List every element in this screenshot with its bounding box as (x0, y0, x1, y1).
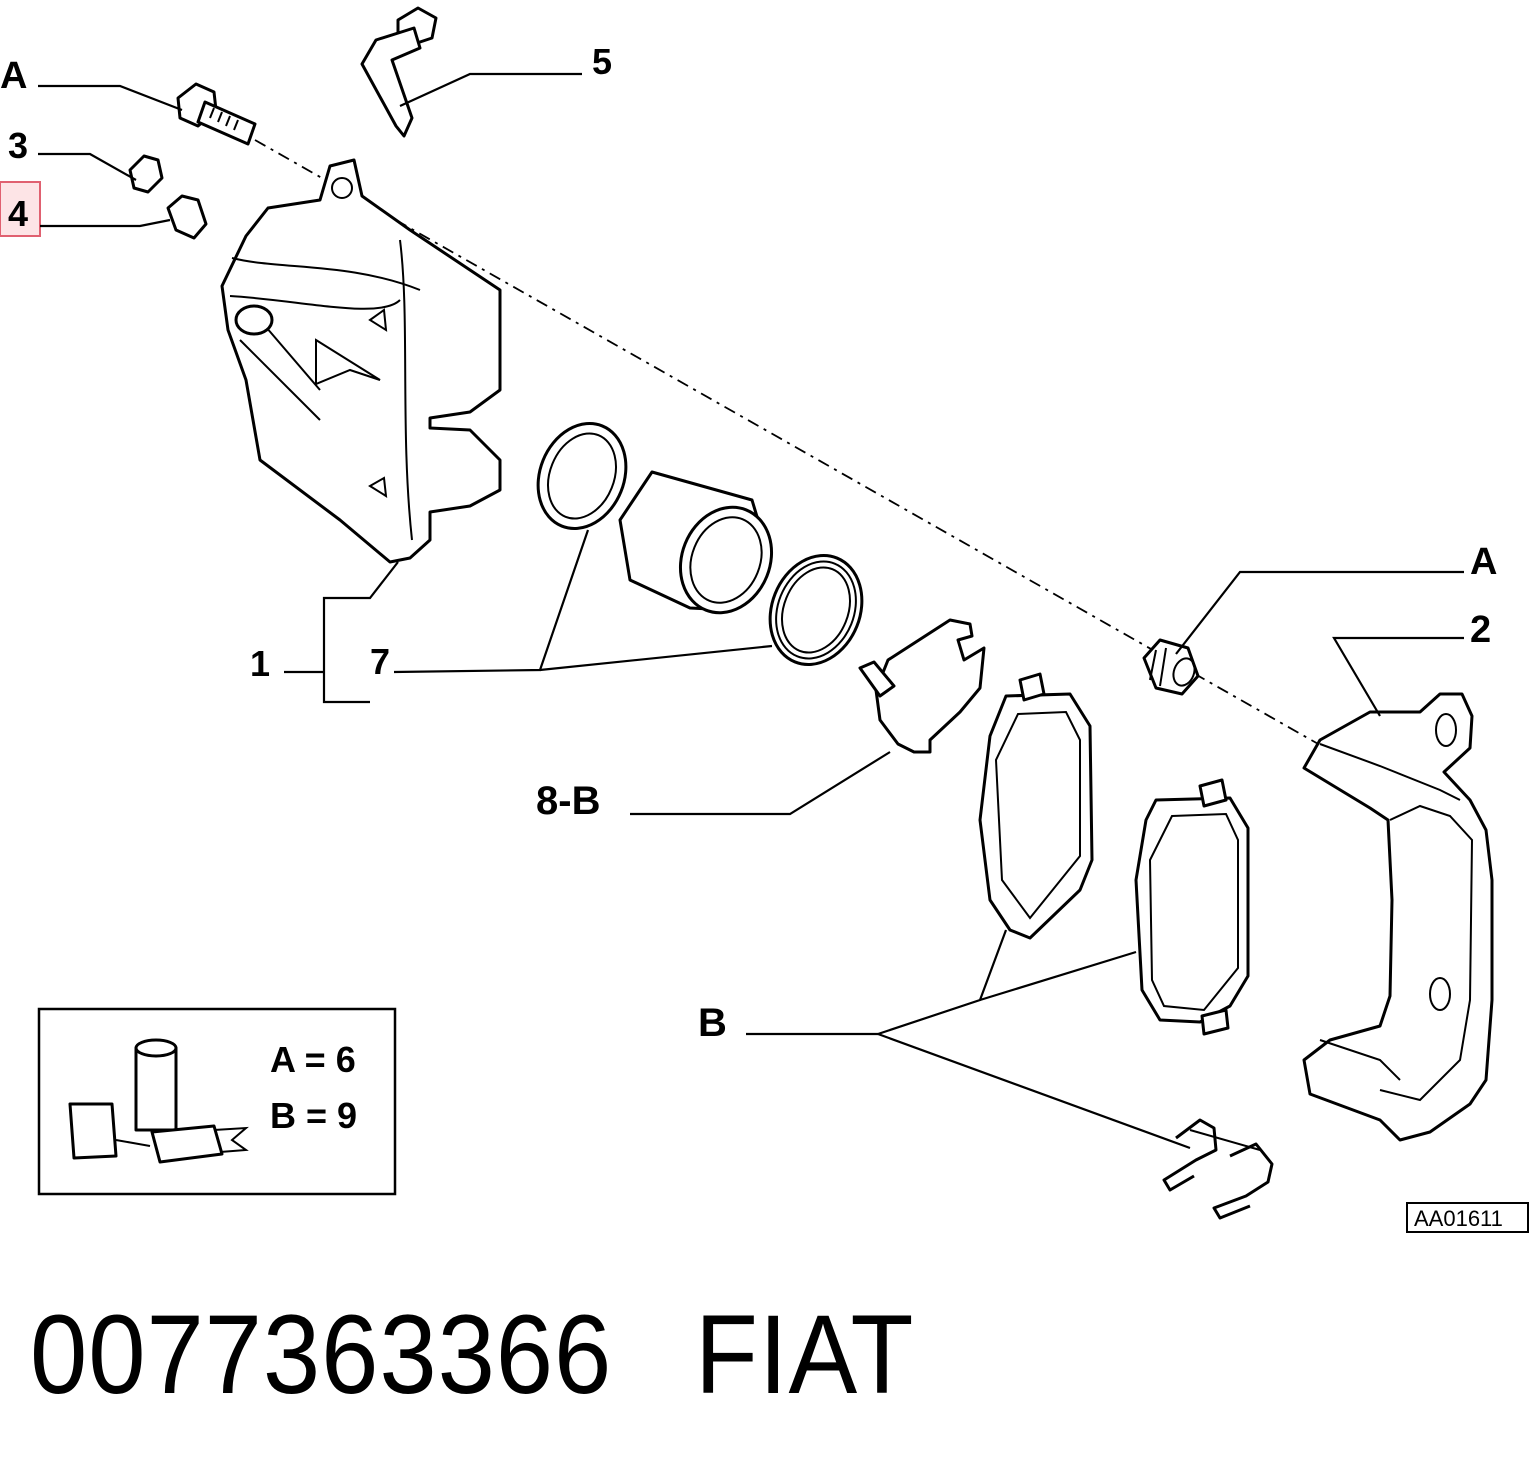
leader-line-a-right (1175, 570, 1464, 655)
leader-line-7 (393, 529, 590, 674)
leader-line-7b (539, 644, 773, 672)
reference-code-box: AA01611 (1406, 1202, 1529, 1233)
guide-bolt-part (176, 82, 257, 146)
callout-2: 2 (1470, 609, 1491, 651)
callout-4: 4 (8, 193, 28, 234)
lubricant-legend-box: A = 6 B = 9 (37, 1007, 397, 1196)
part-number: 0077363366 (30, 1292, 613, 1417)
bleed-screw-part (128, 154, 164, 194)
leader-line-2 (1332, 636, 1464, 717)
legend-line-a: A = 6 (270, 1039, 356, 1080)
callout-b: B (698, 1001, 727, 1045)
leader-line-a-top (38, 84, 183, 112)
caliper-body-part (220, 158, 502, 564)
pad-spring-clip-part (1162, 1118, 1274, 1220)
brand-name: FIAT (695, 1292, 915, 1417)
leader-line-8b (630, 751, 891, 816)
callout-7: 7 (370, 641, 390, 682)
leader-line-b-clip (877, 1032, 1191, 1150)
callout-5: 5 (592, 41, 612, 82)
callout-4-highlight (0, 181, 41, 237)
caliper-bracket-part (1302, 692, 1494, 1142)
piston-seal-part (536, 422, 628, 530)
dust-boot-part (768, 554, 864, 666)
leader-line-1 (322, 561, 399, 704)
assembly-axis-line (254, 139, 1321, 746)
callout-8b: 8-B (536, 779, 600, 823)
outer-brake-pad-part (978, 672, 1094, 940)
callout-a-top: A (0, 55, 27, 97)
leader-line-3 (38, 152, 137, 181)
callout-3: 3 (8, 125, 28, 166)
piston-part (618, 470, 774, 615)
guide-bushing-part (1142, 638, 1200, 696)
leader-line-b-outer (877, 929, 1008, 1036)
part-number-footer: 0077363366 FIAT (30, 1290, 997, 1419)
inner-brake-pad-part (1134, 778, 1250, 1036)
callout-1: 1 (250, 643, 270, 684)
bleed-cap-part (166, 194, 208, 240)
legend-line-b: B = 9 (270, 1095, 357, 1136)
wear-sensor-part (360, 6, 438, 138)
callout-a-right: A (1470, 541, 1497, 583)
reference-code: AA01611 (1414, 1206, 1503, 1231)
lubricant-tubes-icon (68, 1038, 249, 1164)
anti-noise-shim-part (858, 618, 986, 754)
leader-line-4 (40, 218, 171, 228)
leader-line-5 (399, 72, 582, 108)
leader-line-b-inner (979, 950, 1137, 1002)
